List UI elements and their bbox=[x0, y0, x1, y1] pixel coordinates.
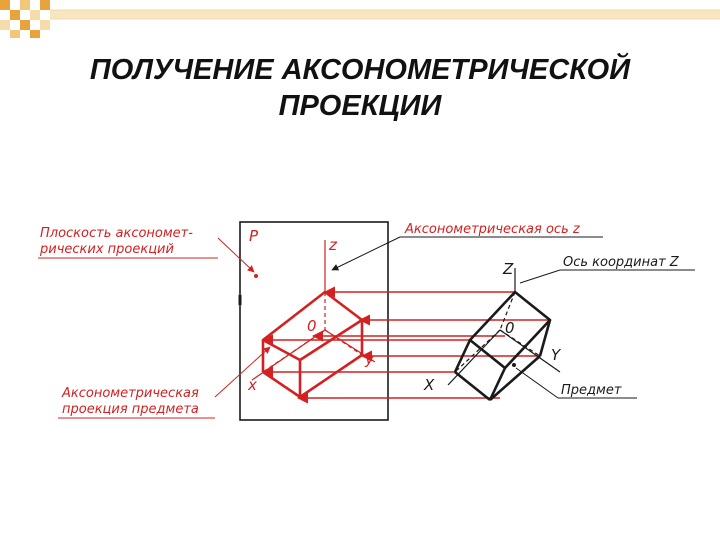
plane-letter-p: P bbox=[249, 227, 259, 245]
obj-axis-y bbox=[499, 329, 561, 373]
label-plane-line-1: Плоскость аксономет- bbox=[40, 226, 193, 241]
proj-axis-y bbox=[324, 329, 376, 363]
proj-axis-y-label: y bbox=[364, 350, 375, 368]
object-point bbox=[512, 363, 516, 367]
proj-axis-x bbox=[251, 329, 326, 381]
obj-origin-label: 0 bbox=[505, 319, 515, 337]
slide-title-line-2: ПРОЕКЦИИ bbox=[278, 90, 442, 122]
leader-projection bbox=[214, 346, 271, 398]
proj-origin-label: 0 bbox=[307, 317, 317, 335]
object-box bbox=[453, 290, 552, 402]
leader-object bbox=[515, 367, 559, 399]
plane-point bbox=[254, 274, 258, 278]
slide-title-line-1: ПОЛУЧЕНИЕ АКСОНОМЕТРИЧЕСКОЙ bbox=[89, 54, 631, 86]
projected-box bbox=[261, 290, 364, 399]
leader-axon-axis-z bbox=[331, 236, 401, 271]
label-coord-axis-z: Ось координат Z bbox=[563, 255, 680, 270]
label-axon-axis-z: Аксонометрическая ось z bbox=[404, 222, 581, 237]
projection-plane bbox=[239, 221, 389, 421]
label-projection-line-2: проекция предмета bbox=[62, 402, 199, 417]
label-plane-line-2: рических проекций bbox=[39, 242, 174, 257]
obj-axis-z-label: Z bbox=[502, 260, 514, 278]
obj-axis-x bbox=[447, 329, 501, 386]
obj-axis-x-label: X bbox=[423, 376, 435, 394]
proj-axis-x-label: x bbox=[247, 376, 257, 394]
obj-axis-y-label: Y bbox=[551, 346, 562, 364]
leader-coord-axis-z bbox=[519, 269, 561, 284]
header-decor-stripe bbox=[0, 0, 720, 38]
label-object: Предмет bbox=[561, 383, 622, 398]
proj-axis-z-label: z bbox=[328, 236, 338, 254]
label-projection-line-1: Аксонометрическая bbox=[61, 386, 199, 401]
slide-title: ПОЛУЧЕНИЕ АКСОНОМЕТРИЧЕСКОЙ ПРОЕКЦИИ bbox=[0, 52, 720, 124]
leader-plane bbox=[217, 237, 255, 273]
